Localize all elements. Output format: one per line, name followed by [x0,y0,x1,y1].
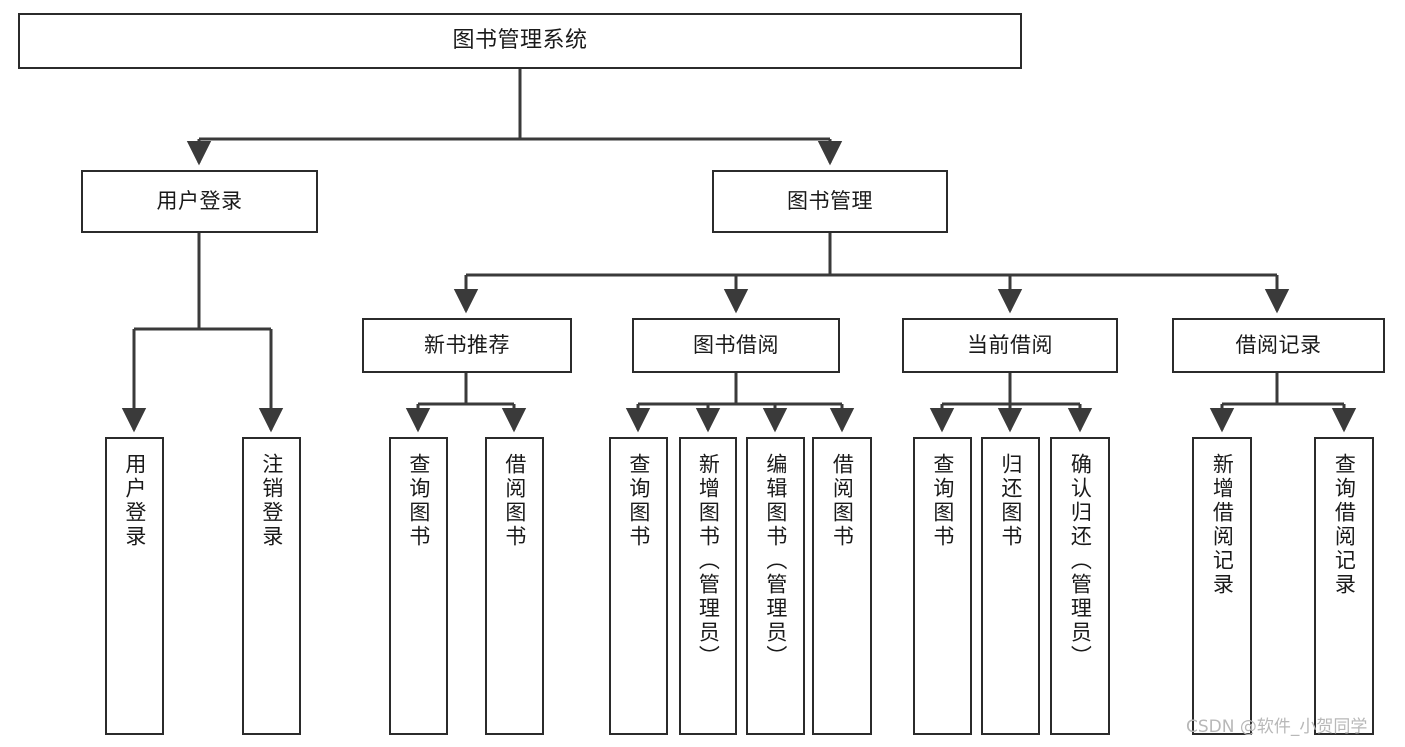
node-leaf-return-book[interactable]: 归还图书 [981,437,1040,735]
node-leaf-add-record[interactable]: 新增借阅记录 [1192,437,1252,735]
node-book-borrow[interactable]: 图书借阅 [632,318,840,373]
node-leaf-query-book-3-label: 查询图书 [930,453,955,549]
node-leaf-logout-login-label: 注销登录 [259,453,284,549]
node-leaf-user-login[interactable]: 用户登录 [105,437,164,735]
node-leaf-borrow-book-2[interactable]: 借阅图书 [812,437,872,735]
node-leaf-borrow-book-1-label: 借阅图书 [502,453,527,549]
node-leaf-query-book-1-label: 查询图书 [406,453,431,549]
node-leaf-query-book-1[interactable]: 查询图书 [389,437,448,735]
csdn-watermark: CSDN @软件_小贺同学 [1186,717,1368,737]
node-leaf-query-book-2-label: 查询图书 [626,453,651,549]
node-user-login-label: 用户登录 [156,188,243,213]
node-book-borrow-label: 图书借阅 [693,332,779,357]
node-leaf-query-record-label: 查询借阅记录 [1332,453,1357,597]
node-leaf-query-book-3[interactable]: 查询图书 [913,437,972,735]
node-leaf-confirm-return[interactable]: 确认归还（管理员） [1050,437,1110,735]
node-current-borrow-label: 当前借阅 [967,332,1053,357]
node-current-borrow[interactable]: 当前借阅 [902,318,1118,373]
node-leaf-confirm-return-label: 确认归还（管理员） [1068,453,1093,669]
node-root-label: 图书管理系统 [452,27,588,53]
node-leaf-edit-book[interactable]: 编辑图书（管理员） [746,437,805,735]
node-leaf-logout-login[interactable]: 注销登录 [242,437,301,735]
node-leaf-add-book-label: 新增图书（管理员） [696,453,721,669]
node-leaf-add-record-label: 新增借阅记录 [1210,453,1235,597]
node-borrow-record[interactable]: 借阅记录 [1172,318,1385,373]
node-user-login[interactable]: 用户登录 [81,170,318,233]
node-leaf-return-book-label: 归还图书 [998,453,1023,549]
node-book-manage[interactable]: 图书管理 [712,170,948,233]
node-new-book-recommend-label: 新书推荐 [424,332,510,357]
node-leaf-add-book[interactable]: 新增图书（管理员） [679,437,737,735]
node-leaf-query-record[interactable]: 查询借阅记录 [1314,437,1374,735]
node-root[interactable]: 图书管理系统 [18,13,1022,69]
node-leaf-user-login-label: 用户登录 [122,453,147,549]
node-leaf-borrow-book-1[interactable]: 借阅图书 [485,437,544,735]
node-leaf-query-book-2[interactable]: 查询图书 [609,437,668,735]
node-borrow-record-label: 借阅记录 [1235,332,1322,357]
node-book-manage-label: 图书管理 [787,188,873,213]
node-leaf-edit-book-label: 编辑图书（管理员） [763,453,788,669]
node-leaf-borrow-book-2-label: 借阅图书 [830,453,855,549]
node-new-book-recommend[interactable]: 新书推荐 [362,318,572,373]
